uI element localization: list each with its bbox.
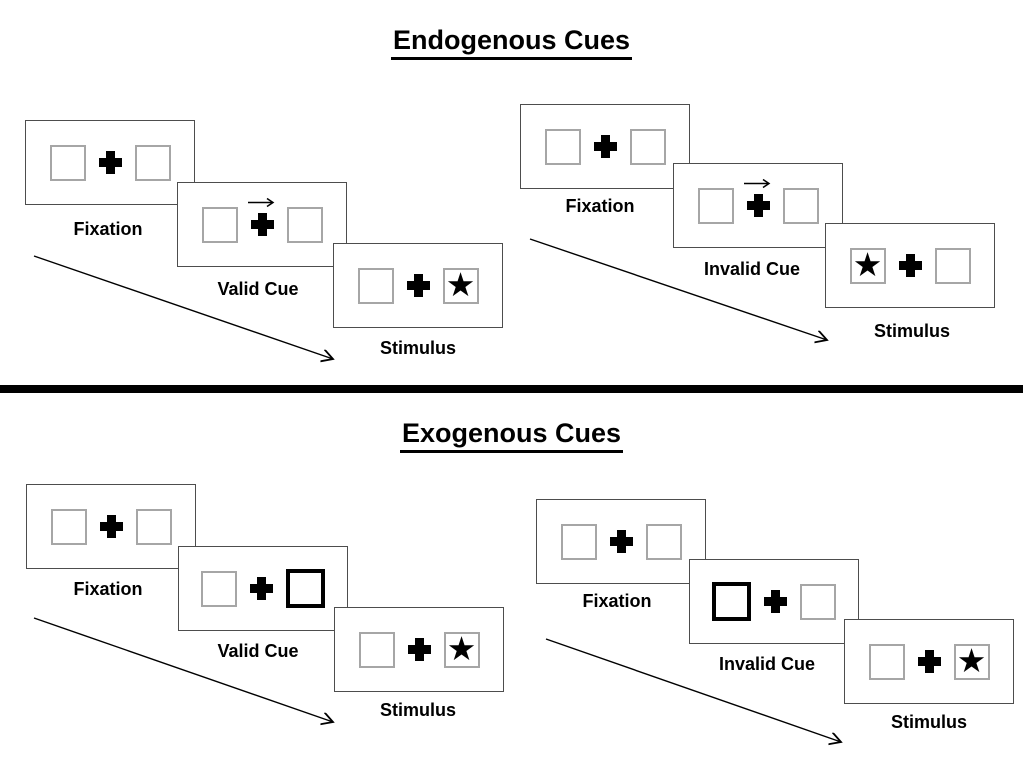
screen-panel-stimulus: ★	[334, 607, 504, 692]
panel-label: Fixation	[565, 196, 635, 216]
screen-panel-cue	[178, 546, 348, 631]
panel-label: Valid Cue	[217, 641, 299, 661]
screen-panel-cue	[689, 559, 859, 644]
sequence-arrow	[545, 638, 841, 742]
placeholder-box-left	[544, 128, 581, 165]
target-box-right: ★	[442, 265, 479, 304]
fixation-cross-icon	[609, 530, 633, 553]
placeholder-box-right	[934, 247, 971, 284]
panel-label: Stimulus	[873, 321, 951, 341]
target-star-icon: ★	[852, 245, 883, 284]
section-title-exogenous: Exogenous Cues	[0, 418, 1023, 453]
panel-label: Fixation	[582, 591, 652, 611]
placeholder-box-right	[286, 206, 323, 243]
placeholder-box-right	[135, 508, 172, 545]
target-box-right: ★	[953, 641, 990, 680]
panel-label: Fixation	[73, 219, 143, 239]
cue-right-arrow-icon	[743, 178, 770, 189]
screen-panel-cue	[177, 182, 347, 267]
fixation-cross-icon	[898, 254, 922, 277]
panel-label: Invalid Cue	[718, 654, 816, 674]
fixation-cross-icon	[406, 274, 430, 297]
placeholder-box-right	[645, 523, 682, 560]
panel-label: Invalid Cue	[703, 259, 801, 279]
sequence-arrow	[33, 255, 333, 359]
screen-panel-stimulus: ★	[333, 243, 503, 328]
fixation-cross-icon	[407, 638, 431, 661]
target-star-icon: ★	[446, 629, 477, 668]
target-box-right: ★	[443, 629, 480, 668]
cue-box-right	[286, 569, 325, 608]
cue-right-arrow-icon	[247, 197, 274, 208]
placeholder-box-right	[134, 144, 171, 181]
screen-panel-fixation	[520, 104, 690, 189]
fixation-cross-icon	[764, 590, 787, 613]
sequence-arrow	[33, 617, 333, 722]
placeholder-box-right	[800, 583, 836, 620]
fixation-cross-icon	[593, 135, 617, 158]
panel-label: Stimulus	[379, 700, 457, 720]
screen-panel-stimulus: ★	[825, 223, 995, 308]
placeholder-box-left	[201, 206, 238, 243]
placeholder-box-left	[50, 508, 87, 545]
fixation-cross-icon	[99, 515, 123, 538]
placeholder-box-left	[357, 267, 394, 304]
panel-label: Fixation	[73, 579, 143, 599]
target-star-icon: ★	[956, 641, 987, 680]
sequence-arrow	[529, 238, 827, 340]
fixation-cross-icon	[743, 178, 770, 217]
panel-label: Valid Cue	[217, 279, 299, 299]
placeholder-box-right	[782, 187, 819, 224]
section-title-endogenous: Endogenous Cues	[0, 25, 1023, 60]
fixation-cross-icon	[917, 650, 941, 673]
placeholder-box-left	[358, 631, 395, 668]
fixation-cross-icon	[98, 151, 122, 174]
panel-label: Stimulus	[890, 712, 968, 732]
placeholder-box-right	[629, 128, 666, 165]
screen-panel-fixation	[536, 499, 706, 584]
screen-panel-stimulus: ★	[844, 619, 1014, 704]
placeholder-box-left	[49, 144, 86, 181]
placeholder-box-left	[201, 570, 237, 607]
section-divider	[0, 385, 1023, 393]
fixation-cross-icon	[250, 577, 273, 600]
screen-panel-fixation	[26, 484, 196, 569]
panel-label: Stimulus	[379, 338, 457, 358]
cue-box-left	[712, 582, 751, 621]
fixation-cross-icon	[247, 197, 274, 236]
screen-panel-cue	[673, 163, 843, 248]
placeholder-box-left	[697, 187, 734, 224]
target-star-icon: ★	[445, 265, 476, 304]
screen-panel-fixation	[25, 120, 195, 205]
placeholder-box-left	[868, 643, 905, 680]
placeholder-box-left	[560, 523, 597, 560]
target-box-left: ★	[849, 245, 886, 284]
